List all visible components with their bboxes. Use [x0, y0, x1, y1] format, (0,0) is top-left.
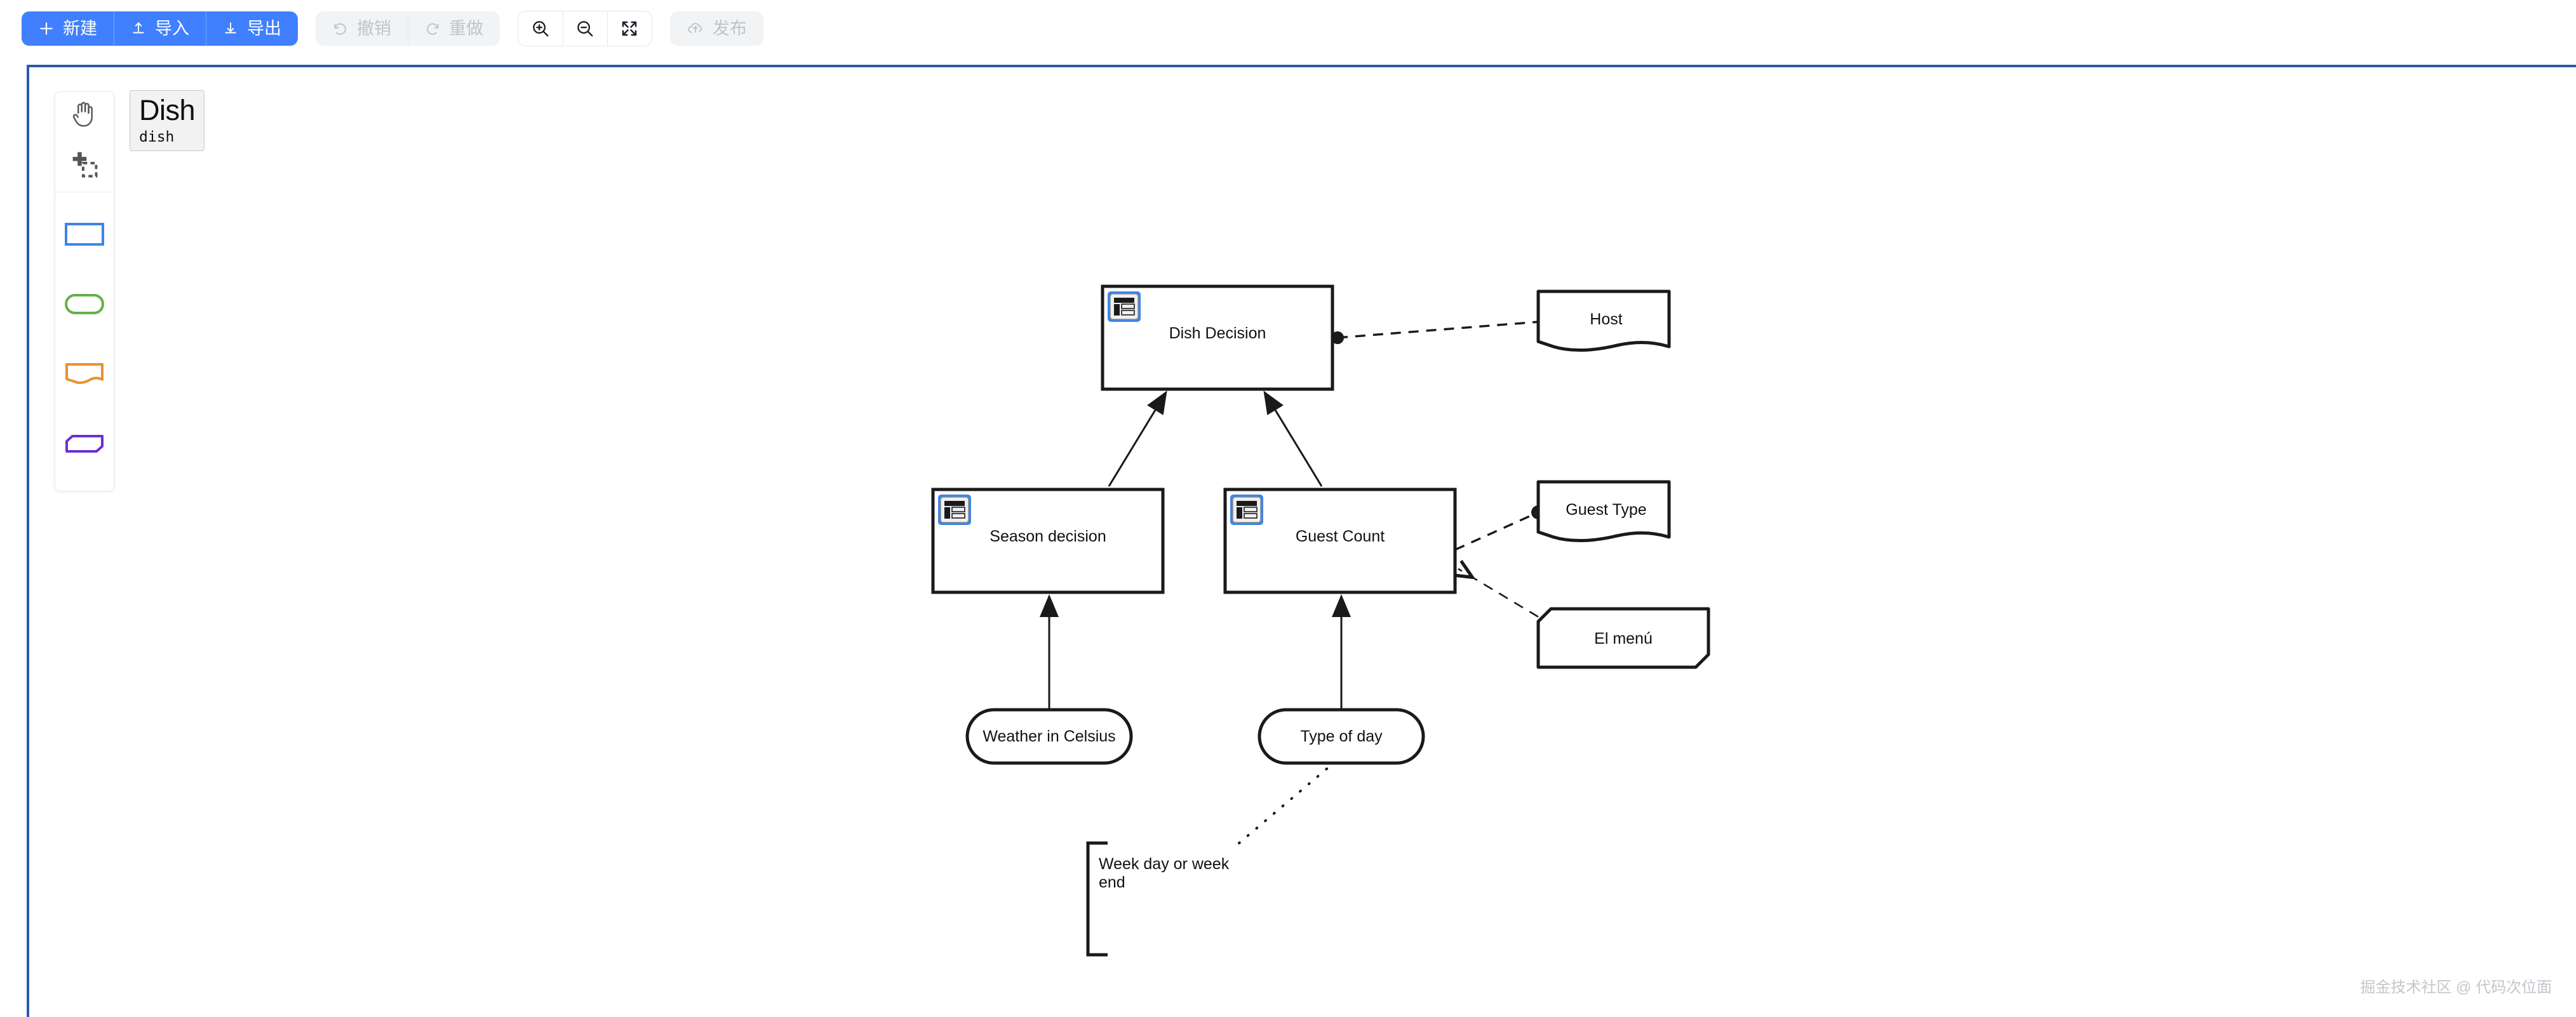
- download-icon: [222, 20, 239, 37]
- node-guest-type[interactable]: Guest Type: [1536, 480, 1671, 543]
- redo-icon: [424, 20, 441, 37]
- import-button-label: 导入: [155, 18, 189, 38]
- node-host-label: Host: [1590, 310, 1622, 328]
- node-dish-decision-label: Dish Decision: [1169, 324, 1266, 342]
- definition-name: Dish: [139, 93, 196, 126]
- fit-screen-button[interactable]: [607, 11, 652, 46]
- undo-button[interactable]: 撤销: [316, 11, 408, 46]
- decision-shape-tool[interactable]: [55, 211, 114, 260]
- node-el-menu-label: El menú: [1594, 630, 1653, 648]
- edge-guestcount-to-dish: [1263, 390, 1323, 487]
- redo-button[interactable]: 重做: [408, 11, 500, 46]
- shape-palette: [55, 91, 114, 491]
- new-button[interactable]: 新建: [22, 11, 114, 46]
- definition-id: dish: [139, 129, 175, 146]
- business-knowledge-model-shape-icon: [65, 434, 104, 456]
- diagram-canvas[interactable]: Dish Decision Season deci: [27, 65, 2576, 1017]
- zoom-in-button[interactable]: [518, 11, 563, 46]
- node-weather-celsius-label: Weather in Celsius: [983, 728, 1115, 745]
- definition-title-card[interactable]: Dish dish: [130, 90, 205, 151]
- new-button-label: 新建: [63, 18, 97, 38]
- node-host[interactable]: Host: [1536, 289, 1671, 352]
- decision-table-icon[interactable]: [1230, 495, 1263, 525]
- node-type-of-day-label: Type of day: [1300, 728, 1383, 745]
- knowledge-source-shape-icon: [65, 362, 104, 389]
- zoom-actions-group: [518, 11, 652, 46]
- node-guest-type-label: Guest Type: [1566, 501, 1646, 519]
- input-data-shape-tool[interactable]: [55, 281, 114, 331]
- upload-icon: [130, 20, 147, 37]
- node-week-annotation[interactable]: Week day or week end: [1086, 841, 1230, 957]
- export-button-label: 导出: [247, 18, 281, 38]
- node-season-decision-label: Season decision: [989, 528, 1106, 545]
- annotation-line-2: end: [1099, 874, 1125, 891]
- canvas-inner: Dish Decision Season deci: [29, 67, 2576, 1017]
- undo-icon: [332, 20, 349, 37]
- edge-dish-to-host: [1337, 321, 1539, 339]
- annotation-line-1: Week day or week: [1099, 855, 1230, 873]
- cloud-upload-icon: [687, 20, 704, 37]
- fit-screen-icon: [620, 19, 639, 38]
- node-dish-decision[interactable]: Dish Decision: [1101, 284, 1334, 391]
- publish-button[interactable]: 发布: [670, 11, 763, 46]
- node-el-menu[interactable]: El menú: [1536, 607, 1710, 669]
- zoom-in-icon: [531, 19, 550, 38]
- toolbar: 新建 导入 导出 撤销: [0, 0, 2576, 57]
- watermark: 掘金技术社区 @ 代码次位面: [2360, 979, 2552, 996]
- file-actions-group: 新建 导入 导出: [22, 11, 298, 46]
- dmn-diagram: Dish Decision Season deci: [29, 67, 2576, 1017]
- edge-season-to-dish: [1108, 390, 1167, 487]
- node-guest-count-label: Guest Count: [1296, 528, 1385, 545]
- publish-button-label: 发布: [713, 18, 747, 38]
- node-type-of-day[interactable]: Type of day: [1258, 708, 1425, 765]
- decision-table-icon[interactable]: [1108, 291, 1141, 322]
- zoom-out-icon: [575, 19, 594, 38]
- decision-table-icon[interactable]: [938, 495, 971, 525]
- edge-annotation-to-typeofday: [1238, 761, 1336, 844]
- import-button[interactable]: 导入: [114, 11, 206, 46]
- edge-elmenu-to-guestcount: [1458, 569, 1554, 627]
- business-knowledge-model-shape-tool[interactable]: [55, 421, 114, 470]
- node-weather-celsius[interactable]: Weather in Celsius: [965, 708, 1133, 765]
- undo-button-label: 撤销: [357, 18, 391, 38]
- publish-group: 发布: [670, 11, 763, 46]
- redo-button-label: 重做: [449, 18, 483, 38]
- edge-dish-to-host-endpoint: [1331, 331, 1344, 344]
- hand-tool-button[interactable]: [55, 92, 114, 141]
- rounded-rectangle-shape-icon: [65, 294, 104, 317]
- select-tool-button[interactable]: [55, 141, 114, 190]
- node-season-decision[interactable]: Season decision: [931, 488, 1165, 594]
- rectangle-shape-icon: [65, 223, 104, 249]
- lasso-select-icon: [68, 147, 101, 183]
- hand-icon: [68, 98, 101, 135]
- export-button[interactable]: 导出: [206, 11, 298, 46]
- zoom-out-button[interactable]: [563, 11, 607, 46]
- history-actions-group: 撤销 重做: [316, 11, 500, 46]
- plus-icon: [38, 20, 55, 37]
- edge-guestcount-to-guesttype: [1454, 511, 1539, 551]
- node-guest-count[interactable]: Guest Count: [1223, 488, 1457, 594]
- knowledge-source-shape-tool[interactable]: [55, 351, 114, 401]
